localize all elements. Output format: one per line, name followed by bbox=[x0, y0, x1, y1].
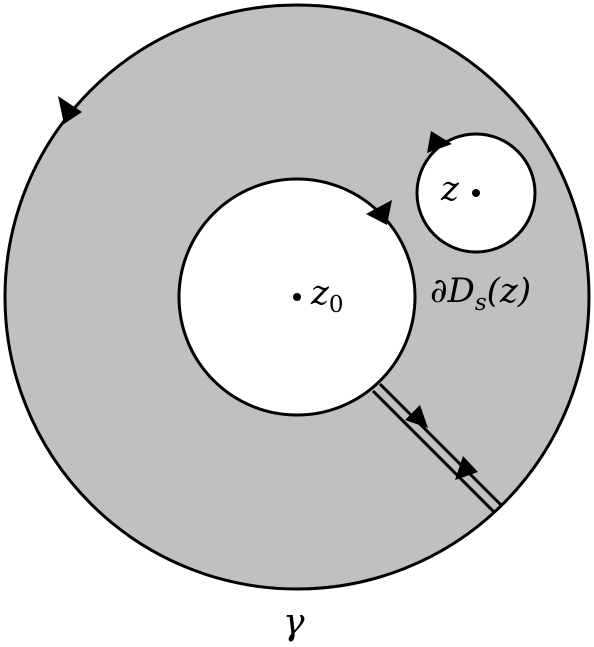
label-gamma: γ bbox=[283, 602, 305, 643]
cut-double-line bbox=[371, 382, 504, 515]
center-point-dot bbox=[293, 293, 301, 301]
cut-arrow-outgoing bbox=[405, 405, 428, 428]
cut-line-lower bbox=[371, 389, 497, 515]
outer-circle-arrow bbox=[58, 96, 82, 124]
label-boundary-ds-z: ∂Ds(z) bbox=[430, 271, 531, 316]
cut-line-upper bbox=[378, 382, 504, 508]
outer-circle-gamma bbox=[3, 3, 591, 591]
cut-arrow-incoming bbox=[455, 456, 478, 480]
point-z-dot bbox=[472, 189, 480, 197]
label-z: z bbox=[440, 169, 460, 209]
small-circle-arrow bbox=[427, 131, 452, 153]
label-z0: z0 bbox=[310, 273, 344, 318]
inner-circle-arrow bbox=[366, 200, 392, 225]
